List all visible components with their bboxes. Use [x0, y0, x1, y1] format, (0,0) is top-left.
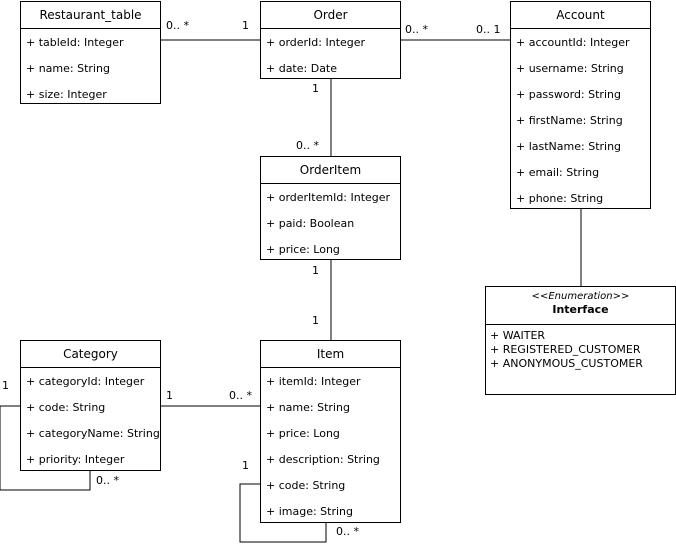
attribute: + description: String — [266, 453, 380, 466]
attribute: + name: String — [266, 401, 350, 414]
attribute: + date: Date — [266, 62, 338, 75]
attribute: + categoryName: String — [26, 427, 160, 440]
attribute: + firstName: String — [516, 114, 623, 127]
class-item[interactable]: Item + itemId: Integer + name: String + … — [260, 340, 401, 523]
multiplicity-label: 1 — [312, 264, 319, 277]
multiplicity-label: 1 — [2, 379, 9, 392]
enum-title: Interface — [552, 303, 609, 316]
attribute: + code: String — [266, 479, 346, 492]
attribute: + code: String — [26, 401, 106, 414]
class-account[interactable]: Account + accountId: Integer + username:… — [510, 1, 651, 209]
multiplicity-label: 0.. 1 — [476, 23, 501, 36]
class-title: Item — [261, 341, 400, 368]
enum-literal: + ANONYMOUS_CUSTOMER — [490, 357, 643, 370]
attribute: + tableId: Integer — [26, 36, 124, 49]
attribute: + orderId: Integer — [266, 36, 366, 49]
multiplicity-label: 1 — [242, 459, 249, 472]
multiplicity-label: 0.. * — [405, 23, 428, 36]
attribute: + email: String — [516, 166, 600, 179]
class-orderitem[interactable]: OrderItem + orderItemId: Integer + paid:… — [260, 156, 401, 260]
multiplicity-label: 0.. * — [229, 389, 252, 402]
class-order[interactable]: Order + orderId: Integer + date: Date — [260, 1, 401, 79]
attribute: + size: Integer — [26, 88, 107, 101]
enum-interface[interactable]: <<Enumeration>> Interface + WAITER + REG… — [485, 286, 676, 395]
attribute: + paid: Boolean — [266, 217, 355, 230]
multiplicity-label: 0.. * — [336, 525, 359, 538]
attribute: + accountId: Integer — [516, 36, 630, 49]
assoc-category-self — [0, 405, 91, 491]
enum-literal: + REGISTERED_CUSTOMER — [490, 343, 641, 356]
attribute: + name: String — [26, 62, 110, 75]
multiplicity-label: 1 — [312, 82, 319, 95]
attribute: + username: String — [516, 62, 624, 75]
class-restaurant-table[interactable]: Restaurant_table + tableId: Integer + na… — [20, 1, 161, 104]
attribute: + itemId: Integer — [266, 375, 361, 388]
multiplicity-label: 1 — [312, 314, 319, 327]
class-title: OrderItem — [261, 157, 400, 184]
class-title: Restaurant_table — [21, 2, 160, 29]
multiplicity-label: 1 — [166, 389, 173, 402]
class-title: Order — [261, 2, 400, 29]
attribute: + price: Long — [266, 243, 340, 256]
enum-divider — [486, 324, 675, 325]
attribute: + password: String — [516, 88, 621, 101]
multiplicity-label: 0.. * — [96, 474, 119, 487]
multiplicity-label: 0.. * — [296, 139, 319, 152]
attribute: + priority: Integer — [26, 453, 125, 466]
multiplicity-label: 0.. * — [166, 19, 189, 32]
class-category[interactable]: Category + categoryId: Integer + code: S… — [20, 340, 161, 471]
enum-literal: + WAITER — [490, 329, 546, 342]
attribute: + phone: String — [516, 192, 604, 205]
class-title: Account — [511, 2, 650, 29]
attribute: + orderItemId: Integer — [266, 191, 391, 204]
assoc-item-self — [239, 483, 327, 543]
class-title: Category — [21, 341, 160, 368]
attribute: + lastName: String — [516, 140, 622, 153]
enum-stereotype: <<Enumeration>> — [531, 291, 630, 302]
multiplicity-label: 1 — [242, 19, 249, 32]
attribute: + price: Long — [266, 427, 340, 440]
attribute: + image: String — [266, 505, 354, 518]
attribute: + categoryId: Integer — [26, 375, 145, 388]
